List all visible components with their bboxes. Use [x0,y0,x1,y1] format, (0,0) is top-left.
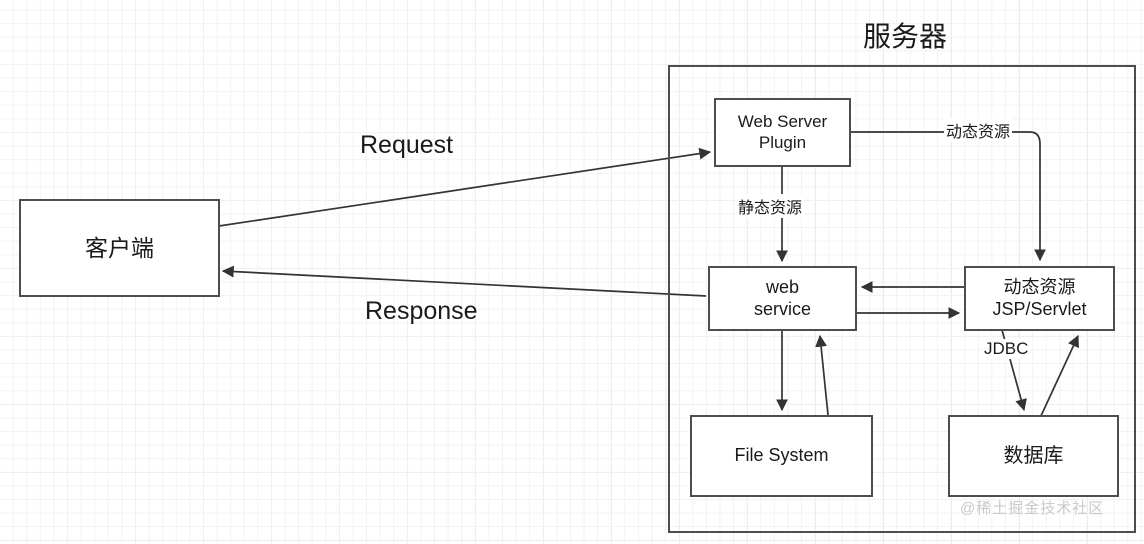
edge-label-response: Response [365,297,478,325]
edge-request [218,147,712,227]
node-web-server-plugin-label: Web Server Plugin [737,111,828,152]
node-dynamic-resource[interactable]: 动态资源 JSP/Servlet [964,266,1115,331]
server-container [668,65,1136,533]
edge-label-dynamic-resource: 动态资源 [944,118,1013,142]
edge-response [221,265,707,297]
node-web-server-plugin[interactable]: Web Server Plugin [714,98,851,167]
node-database[interactable]: 数据库 [948,415,1119,497]
server-group-title: 服务器 [863,21,948,52]
edge-label-request: Request [360,131,454,159]
node-client-label: 客户端 [85,234,154,261]
node-file-system[interactable]: File System [690,415,873,497]
node-database-label: 数据库 [1003,444,1064,467]
node-client[interactable]: 客户端 [19,199,220,297]
node-file-system-label: File System [734,445,829,466]
node-web-service[interactable]: web service [708,266,857,331]
watermark: @稀土掘金技术社区 [960,500,1105,517]
edge-label-jdbc: JDBC [982,339,1031,359]
node-dynamic-resource-label: 动态资源 JSP/Servlet [992,276,1087,319]
node-web-service-label: web service [753,276,811,319]
edge-label-static-resource: 静态资源 [736,194,805,218]
